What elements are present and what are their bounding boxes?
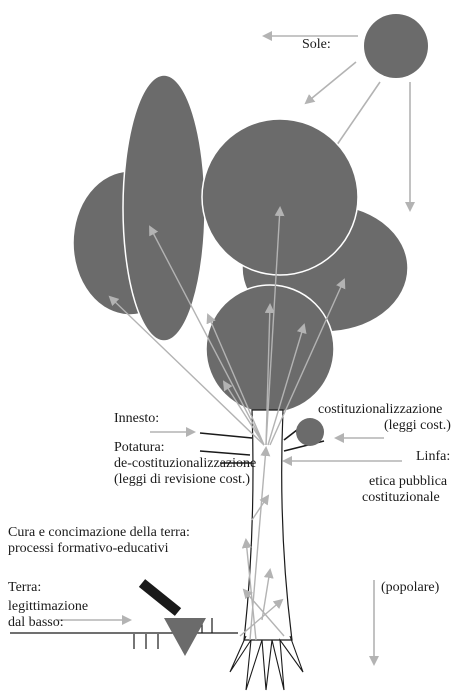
costituzionale-label: costituzionale — [362, 490, 440, 505]
sap-arrow — [206, 313, 265, 446]
sun-ray-arrow — [328, 81, 381, 157]
sap-flows — [108, 206, 346, 641]
sap-arrow — [264, 303, 275, 446]
tree-roots — [229, 635, 304, 691]
innesto-branch — [199, 432, 253, 439]
sun-rays — [262, 31, 415, 212]
branch-stubs — [199, 422, 325, 464]
tree-foliage — [72, 74, 409, 414]
costituzionalizzazione-ball — [296, 418, 324, 446]
sap-arrow — [242, 588, 285, 637]
cura-label: Cura e concimazione della terra: — [8, 525, 190, 540]
foliage-big-circle — [201, 118, 359, 276]
sun-ray-arrow — [304, 61, 357, 105]
sun-shape — [364, 14, 428, 78]
sole-label: Sole: — [302, 37, 331, 52]
foliage-low-circle — [205, 284, 335, 414]
sap-arrow — [265, 206, 285, 446]
de-costituzionalizzazione-label: de-costituzionalizzazione — [114, 456, 257, 471]
linfa-label: Linfa: — [416, 449, 451, 464]
sap-arrow — [149, 225, 265, 446]
sap-arrow — [261, 568, 274, 621]
innesto-label: Innesto: — [114, 411, 160, 426]
sap-arrow — [108, 295, 265, 446]
legittimazione-label: legittimazione — [8, 599, 89, 614]
foliage-tall-blob — [122, 74, 206, 342]
terra-label: Terra: — [8, 580, 42, 595]
processi-label: processi formativo-educativi — [8, 541, 169, 556]
sap-arrow — [267, 323, 307, 446]
leggi-cost-label: (leggi cost.) — [384, 418, 451, 433]
costituzionalizzazione-label: costituzionalizzazione — [318, 402, 443, 417]
spade-icon — [138, 579, 206, 656]
sap-arrow — [251, 494, 270, 521]
sap-arrow — [239, 598, 284, 637]
popolare-label: (popolare) — [381, 580, 440, 595]
dal-basso-label: dal basso: — [8, 615, 64, 630]
input-arrows — [56, 427, 402, 666]
leggi-revisione-label: (leggi di revisione cost.) — [114, 472, 251, 487]
potatura-branch — [199, 450, 251, 456]
sap-arrow — [222, 380, 265, 446]
potatura-label: Potatura: — [114, 440, 165, 455]
etica-pubblica-label: etica pubblica — [369, 474, 448, 489]
sap-arrow — [269, 278, 346, 446]
